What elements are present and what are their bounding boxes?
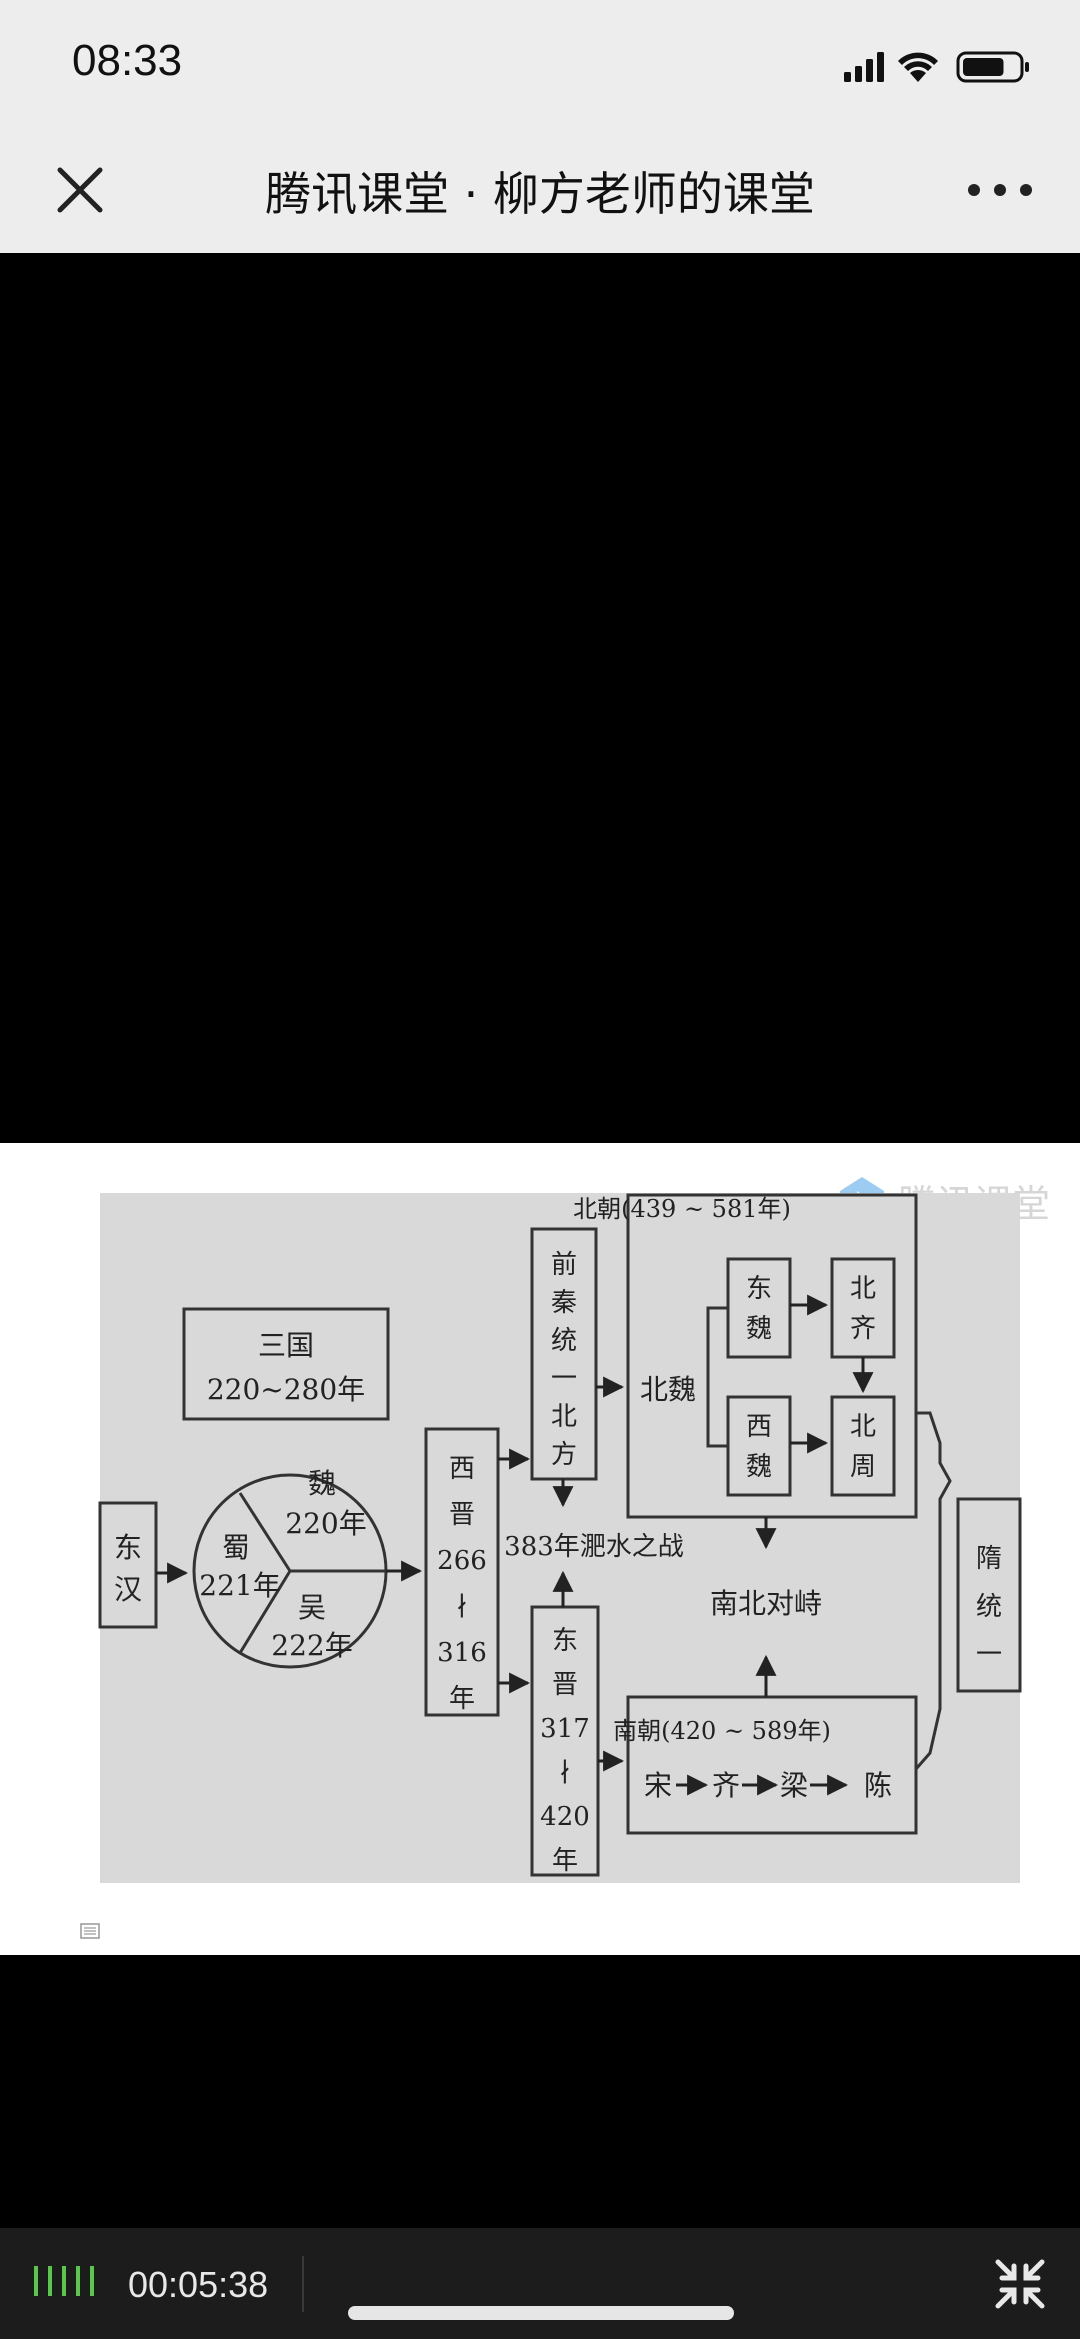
note-icon (80, 1923, 100, 1939)
battle-label: 383年淝水之战 (504, 1532, 684, 1562)
close-icon[interactable] (50, 160, 110, 220)
former-qin-label-4: 一 (551, 1364, 577, 1394)
eastern-wei-label-2: 魏 (746, 1314, 772, 1344)
confrontation-label: 南北对峙 (710, 1587, 822, 1620)
eastern-jin-label-2: 晋 (552, 1670, 578, 1700)
eastern-wei-label-1: 东 (746, 1274, 772, 1304)
status-icons (844, 51, 1029, 83)
more-icon[interactable] (960, 170, 1040, 210)
eastern-jin-label-3: 317 (540, 1714, 590, 1744)
home-indicator[interactable] (348, 2306, 734, 2320)
former-qin-label-2: 秦 (551, 1288, 577, 1318)
wu-year: 222年 (271, 1629, 352, 1662)
former-qin-label-3: 统 (551, 1326, 577, 1356)
chen-label: 陈 (864, 1769, 892, 1802)
page-title: 腾讯课堂 · 柳方老师的课堂 (265, 167, 815, 221)
eastern-jin-label-1: 东 (552, 1626, 578, 1656)
history-diagram: 东 汉 三国 220~280年 魏 220年 蜀 221年 吴 222年 383… (98, 1193, 1022, 1883)
shu-label: 蜀 (222, 1531, 250, 1564)
shu-year: 221年 (199, 1569, 280, 1602)
northern-wei-label: 北魏 (640, 1373, 696, 1406)
exit-fullscreen-icon[interactable] (994, 2258, 1046, 2310)
southern-dynasties-label: 南朝(420 ~ 589年) (613, 1717, 831, 1745)
sui-label-2: 统 (976, 1592, 1002, 1622)
divider (302, 2256, 304, 2312)
former-qin-label-5: 北 (551, 1402, 577, 1432)
sui-label-1: 隋 (976, 1544, 1002, 1574)
western-jin-label-3: 266 (437, 1546, 487, 1576)
cellular-signal-icon (844, 52, 884, 82)
western-jin-label-6: 年 (449, 1684, 475, 1714)
wifi-icon (898, 52, 938, 82)
western-jin-label-4: ∤ (456, 1592, 468, 1622)
qi-label: 齐 (712, 1769, 740, 1802)
status-time: 08:33 (72, 36, 183, 85)
wu-label: 吴 (298, 1591, 326, 1624)
western-jin-label-2: 晋 (449, 1500, 475, 1530)
sui-label-3: 一 (976, 1640, 1002, 1670)
eastern-jin-label-4: ∤ (559, 1758, 571, 1788)
elapsed-time: 00:05:38 (128, 2264, 269, 2305)
east-han-label-1: 东 (114, 1531, 142, 1564)
battery-icon (956, 51, 1029, 83)
western-wei-label-2: 魏 (746, 1452, 772, 1482)
western-jin-label-1: 西 (449, 1454, 475, 1484)
wei-label: 魏 (308, 1467, 336, 1500)
northern-dynasties-label: 北朝(439 ~ 581年) (573, 1195, 791, 1223)
three-kingdoms-title: 三国 (258, 1329, 314, 1362)
song-label: 宋 (644, 1769, 672, 1802)
player-controls: 00:05:38 (0, 2228, 1080, 2339)
eastern-jin-label-5: 420 (540, 1802, 590, 1832)
northern-qi-label-2: 齐 (850, 1314, 876, 1344)
east-han-label-2: 汉 (114, 1573, 142, 1606)
top-bar: 08:33 腾讯课堂 · 柳方老师的课堂 (0, 0, 1080, 253)
liang-label: 梁 (780, 1769, 808, 1802)
eastern-jin-label-6: 年 (552, 1846, 578, 1876)
three-kingdoms-years: 220~280年 (207, 1373, 365, 1406)
audio-level-icon (34, 2266, 94, 2296)
former-qin-label-1: 前 (551, 1250, 577, 1280)
lesson-slide: 腾讯课堂 (0, 1143, 1080, 1955)
western-jin-label-5: 316 (437, 1638, 487, 1668)
wei-year: 220年 (285, 1507, 366, 1540)
northern-qi-label-1: 北 (850, 1274, 876, 1304)
video-player[interactable]: 腾讯课堂 (0, 253, 1080, 2228)
western-wei-label-1: 西 (746, 1412, 772, 1442)
northern-zhou-label-1: 北 (850, 1412, 876, 1442)
former-qin-label-6: 方 (551, 1440, 577, 1470)
northern-zhou-label-2: 周 (850, 1452, 876, 1482)
